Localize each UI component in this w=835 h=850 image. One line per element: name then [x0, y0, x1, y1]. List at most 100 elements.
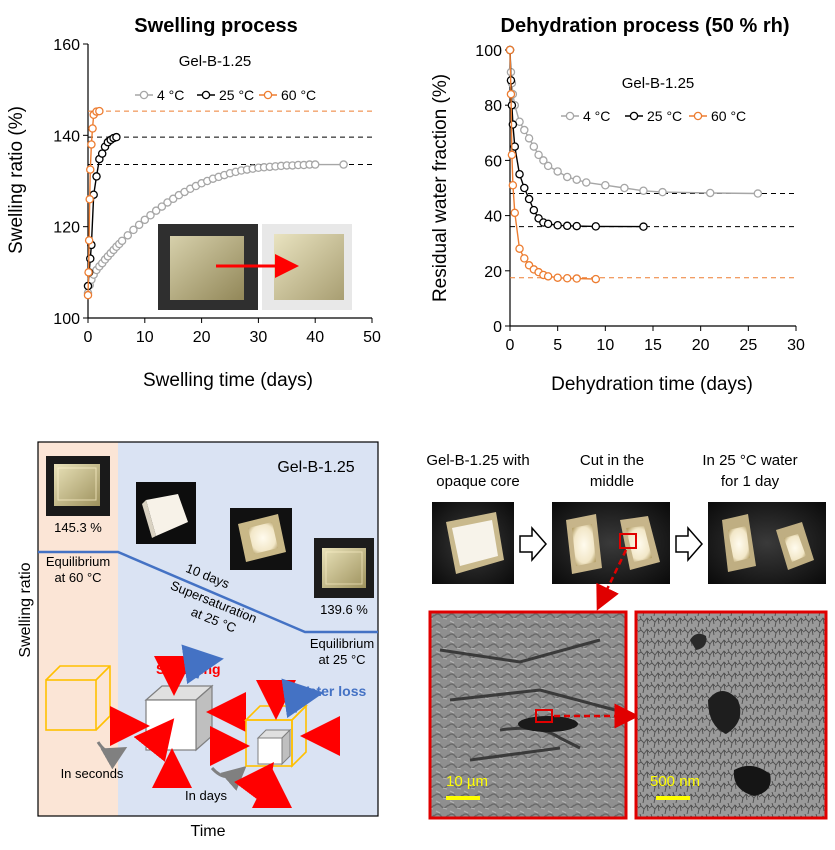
data-point [84, 236, 94, 245]
shrinking-label: Shrinking [156, 661, 221, 677]
legend-marker [565, 111, 575, 121]
gray-arrow-1 [96, 741, 128, 770]
cut-zoom-box [619, 533, 637, 549]
chart2-reference-lines [510, 193, 796, 279]
y-tick-label: 140 [53, 128, 80, 145]
x-tick-label: 10 [596, 337, 614, 354]
y-tick-label: 160 [53, 37, 80, 54]
x-tick-label: 0 [506, 337, 515, 354]
caption2-line1: Cut in the [580, 452, 644, 469]
eq60-line2: at 60 °C [54, 570, 101, 585]
swelling-inset-photos [158, 224, 352, 310]
data-point [591, 222, 601, 231]
y-tick-label: 80 [484, 98, 502, 115]
data-point [582, 178, 591, 187]
in-days-label: In days [185, 788, 227, 803]
caption1-line1: Gel-B-1.25 with [426, 452, 529, 469]
data-point [520, 254, 529, 263]
data-point [507, 100, 517, 110]
x-tick-label: 20 [692, 337, 710, 354]
data-point [515, 244, 524, 253]
data-point [97, 149, 107, 158]
legend-marker [693, 111, 703, 121]
x-tick-label: 10 [136, 329, 154, 346]
data-point [88, 124, 97, 133]
legend-label: 25 °C [219, 87, 254, 103]
data-point [129, 225, 138, 235]
x-tick-label: 20 [193, 329, 211, 346]
caption3-line1: In 25 °C water [702, 452, 797, 469]
schematic-title: Gel-B-1.25 [277, 459, 354, 476]
cube-swollen-icon [45, 665, 111, 731]
compression-arrows-2 [210, 680, 340, 808]
sem-zoom-box [535, 709, 553, 723]
value-high-label: 145.3 % [54, 520, 102, 535]
data-point [151, 206, 161, 215]
data-point [146, 210, 155, 220]
legend-label: 4 °C [583, 108, 610, 124]
data-point [506, 89, 516, 99]
data-point [84, 268, 93, 277]
photo-panel: Gel-B-1.25 with opaque core Cut in the m… [426, 452, 828, 820]
eq25-line1: Equilibrium [310, 636, 374, 651]
data-point [591, 274, 601, 284]
data-point [572, 221, 581, 231]
compression-arrows [110, 656, 246, 788]
data-point [753, 189, 763, 198]
data-point [572, 274, 581, 283]
data-point [524, 194, 534, 204]
legend-marker [629, 111, 639, 121]
data-point [543, 161, 553, 171]
data-point [562, 274, 572, 283]
legend-label: 4 °C [157, 87, 184, 103]
chart2-legend: 4 °C 25 °C 60 °C [561, 108, 746, 124]
data-point [510, 208, 520, 218]
y-tick-label: 60 [484, 153, 502, 170]
data-point [87, 140, 96, 149]
legend-label: 25 °C [647, 108, 682, 124]
x-tick-label: 50 [363, 329, 381, 346]
y-tick-label: 120 [53, 220, 80, 237]
chart1-legend: 4 °C 25 °C 60 °C [135, 87, 316, 103]
chart1-series [83, 106, 348, 300]
chart1-ylabel: Swelling ratio (%) [6, 106, 27, 254]
in-seconds-label: In seconds [61, 766, 124, 781]
data-point [95, 106, 104, 116]
data-point [123, 231, 133, 240]
caption3-line2: for 1 day [721, 473, 780, 490]
chart2-title: Dehydration process (50 % rh) [501, 15, 790, 37]
legend-marker [263, 90, 273, 100]
value-low-label: 139.6 % [320, 602, 368, 617]
eq60-line1: Equilibrium [46, 554, 110, 569]
data-point [534, 150, 543, 160]
data-point [553, 273, 562, 282]
data-point [601, 180, 610, 190]
x-tick-label: 30 [787, 337, 805, 354]
data-point [562, 221, 572, 231]
data-point [620, 183, 629, 193]
photo-gel-opaque [136, 482, 196, 544]
cube-shrinking-icon [144, 684, 214, 752]
legend-label: 60 °C [281, 87, 316, 103]
y-tick-label: 0 [493, 319, 502, 336]
data-point [508, 120, 518, 129]
schematic-ylabel: Swelling ratio [17, 562, 34, 657]
data-point [85, 195, 94, 204]
data-point [339, 160, 348, 169]
sem-image-high-mag: 500 nm [634, 610, 828, 820]
data-point [529, 205, 539, 215]
series-line [509, 49, 596, 280]
schematic-xlabel: Time [191, 823, 226, 840]
legend-label: 60 °C [711, 108, 746, 124]
data-point [572, 175, 581, 184]
water-out-arrow-2 [281, 678, 324, 719]
x-tick-label: 5 [553, 337, 562, 354]
data-point [86, 254, 95, 263]
data-point [117, 236, 127, 246]
chart1-legend-title: Gel-B-1.25 [179, 53, 252, 70]
photo-gel-core [230, 508, 292, 570]
